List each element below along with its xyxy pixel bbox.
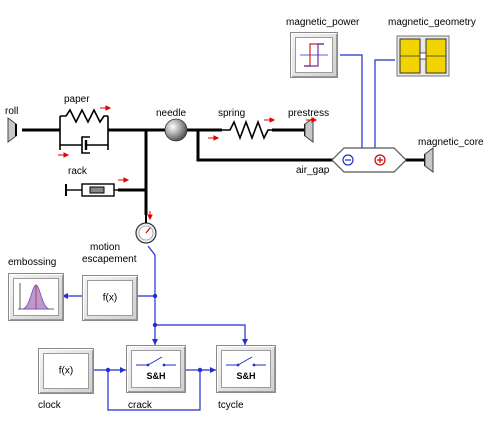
fx-escapement-block[interactable]: f(x) — [82, 275, 138, 321]
label-embossing: embossing — [8, 257, 57, 268]
port-arrows — [58, 105, 318, 221]
label-magnetic-geometry: magnetic_geometry — [388, 17, 476, 28]
switch-icon — [136, 356, 176, 367]
signal-arrowheads — [62, 293, 248, 373]
label-magnetic-core: magnetic_core — [418, 137, 484, 148]
label-motion: motion — [90, 242, 121, 253]
air-gap-element — [331, 147, 407, 173]
signal-junctions — [105, 293, 203, 373]
label-clock: clock — [38, 400, 61, 411]
sh-crack-label: S&H — [146, 371, 166, 381]
magnetic-power-block[interactable] — [290, 32, 338, 78]
embossing-block[interactable] — [8, 273, 64, 321]
magnetic-core-flange — [424, 147, 434, 173]
fx-clock-label: f(x) — [58, 365, 74, 377]
sample-hold-tcycle-block[interactable]: S&H — [216, 345, 276, 393]
label-roll: roll — [5, 106, 19, 117]
label-spring: spring — [218, 108, 246, 119]
wire-needle-airgap — [196, 130, 340, 162]
roll-flange — [7, 117, 17, 143]
signal-to-tcycle — [154, 296, 246, 345]
fx-escapement-label: f(x) — [102, 292, 118, 304]
signal-escapement-fx — [137, 245, 156, 297]
label-needle: needle — [156, 108, 187, 119]
label-paper: paper — [64, 94, 90, 105]
gaussian-plot-icon — [18, 283, 54, 310]
label-escapement: escapement — [82, 254, 137, 265]
switch-icon — [226, 356, 266, 367]
signal-power-airgap — [340, 54, 363, 148]
label-rack: rack — [68, 166, 87, 177]
magnet-icon — [396, 35, 450, 77]
paper-spring-damper — [59, 108, 109, 154]
label-prestress: prestress — [288, 108, 330, 119]
signal-clock-tcycle — [107, 369, 216, 411]
spring-element — [222, 119, 272, 141]
label-air-gap: air_gap — [296, 165, 330, 176]
label-tcycle: tcycle — [218, 400, 244, 411]
fx-clock-block[interactable]: f(x) — [38, 348, 94, 394]
escapement-gauge — [135, 215, 157, 244]
sh-tcycle-label: S&H — [236, 371, 256, 381]
magnetic-geometry-block[interactable] — [395, 34, 451, 78]
signal-geometry-airgap — [374, 59, 395, 148]
needle-mass — [164, 118, 188, 142]
rack-element — [65, 183, 118, 197]
hysteresis-icon — [300, 43, 328, 67]
label-crack: crack — [128, 400, 152, 411]
sample-hold-crack-block[interactable]: S&H — [126, 345, 186, 393]
label-magnetic-power: magnetic_power — [286, 17, 360, 28]
